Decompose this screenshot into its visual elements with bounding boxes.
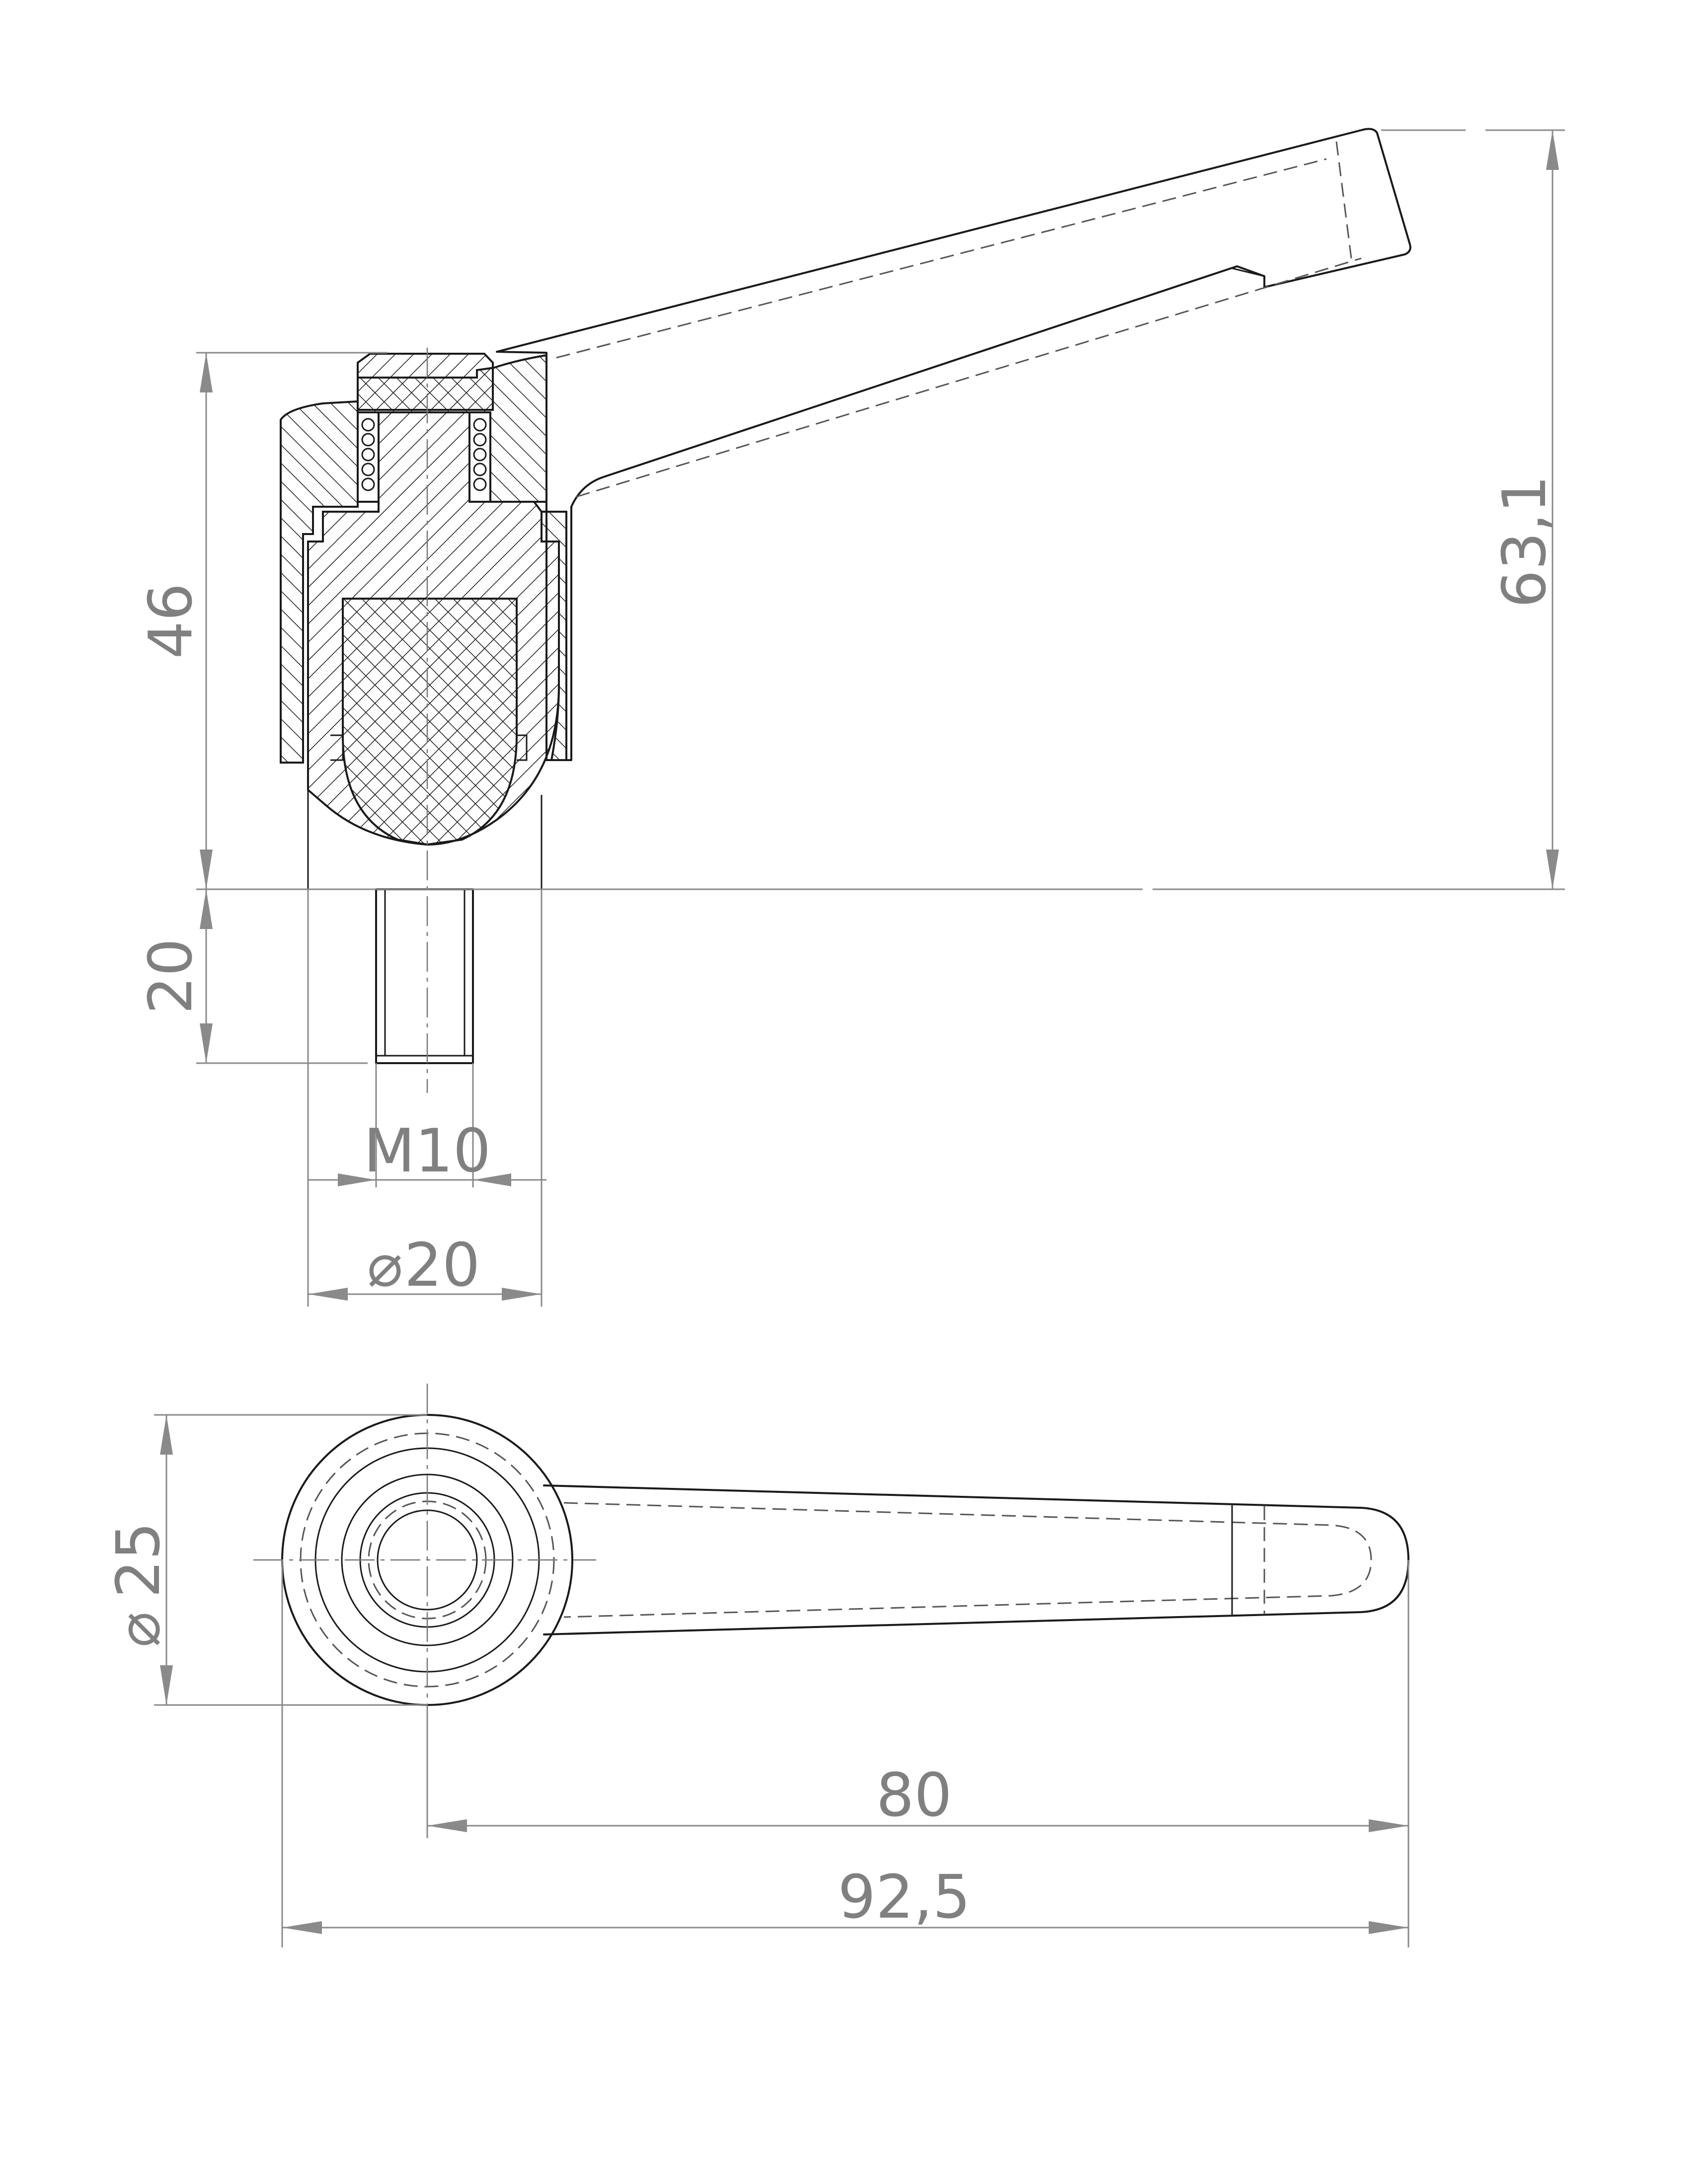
- head-hole-circle: [377, 1509, 478, 1611]
- dim-80: 80: [426, 1560, 1409, 1947]
- bore-notches: [330, 734, 528, 761]
- dim-dia20-symbol: ⌀: [367, 1231, 403, 1300]
- dim-dia25-label: 25: [104, 1522, 173, 1598]
- dim-m10: M10: [308, 1063, 546, 1187]
- dim-20-label: 20: [137, 938, 206, 1014]
- stud-thread-lines: [376, 889, 473, 1057]
- lever-arm-hidden-edge: [556, 141, 1362, 498]
- lever-tip-step: [1232, 267, 1265, 277]
- housing-right-wall: [541, 511, 567, 761]
- spring-left: [357, 411, 380, 503]
- threaded-stud: [375, 888, 474, 1064]
- dim-dia25-symbol: ⌀: [104, 1612, 173, 1647]
- spring-right: [468, 411, 491, 503]
- dim-dia20: ⌀ 20: [307, 889, 543, 1307]
- dim-m10-label: M10: [364, 1117, 491, 1186]
- dim-80-label: 80: [876, 1761, 952, 1830]
- dim-46-label: 46: [137, 583, 206, 659]
- head-inner-circle: [341, 1474, 514, 1646]
- plan-lever-hidden: [563, 1502, 1372, 1618]
- dim-63-1: 63,1: [1381, 129, 1565, 889]
- housing-left-wall: [280, 400, 359, 764]
- dim-20: 20: [137, 889, 368, 1064]
- dim-92-5-label: 92,5: [838, 1863, 970, 1932]
- lever-arm-outline: [496, 128, 1411, 761]
- side-section-view: 46 20 M10 ⌀ 20: [137, 128, 1565, 1307]
- dim-dia20-label: 20: [404, 1231, 480, 1300]
- dim-63-1-label: 63,1: [1490, 475, 1559, 608]
- top-cap: [357, 353, 494, 411]
- dim-46: 46: [137, 352, 1565, 890]
- plan-view: ⌀ 25 80 92,5: [104, 1384, 1409, 1947]
- plan-lever-outline: [543, 1484, 1409, 1635]
- dim-92-5: 92,5: [281, 1560, 1408, 1947]
- dim-dia25: ⌀ 25: [104, 1414, 427, 1706]
- threaded-bore: [342, 598, 518, 846]
